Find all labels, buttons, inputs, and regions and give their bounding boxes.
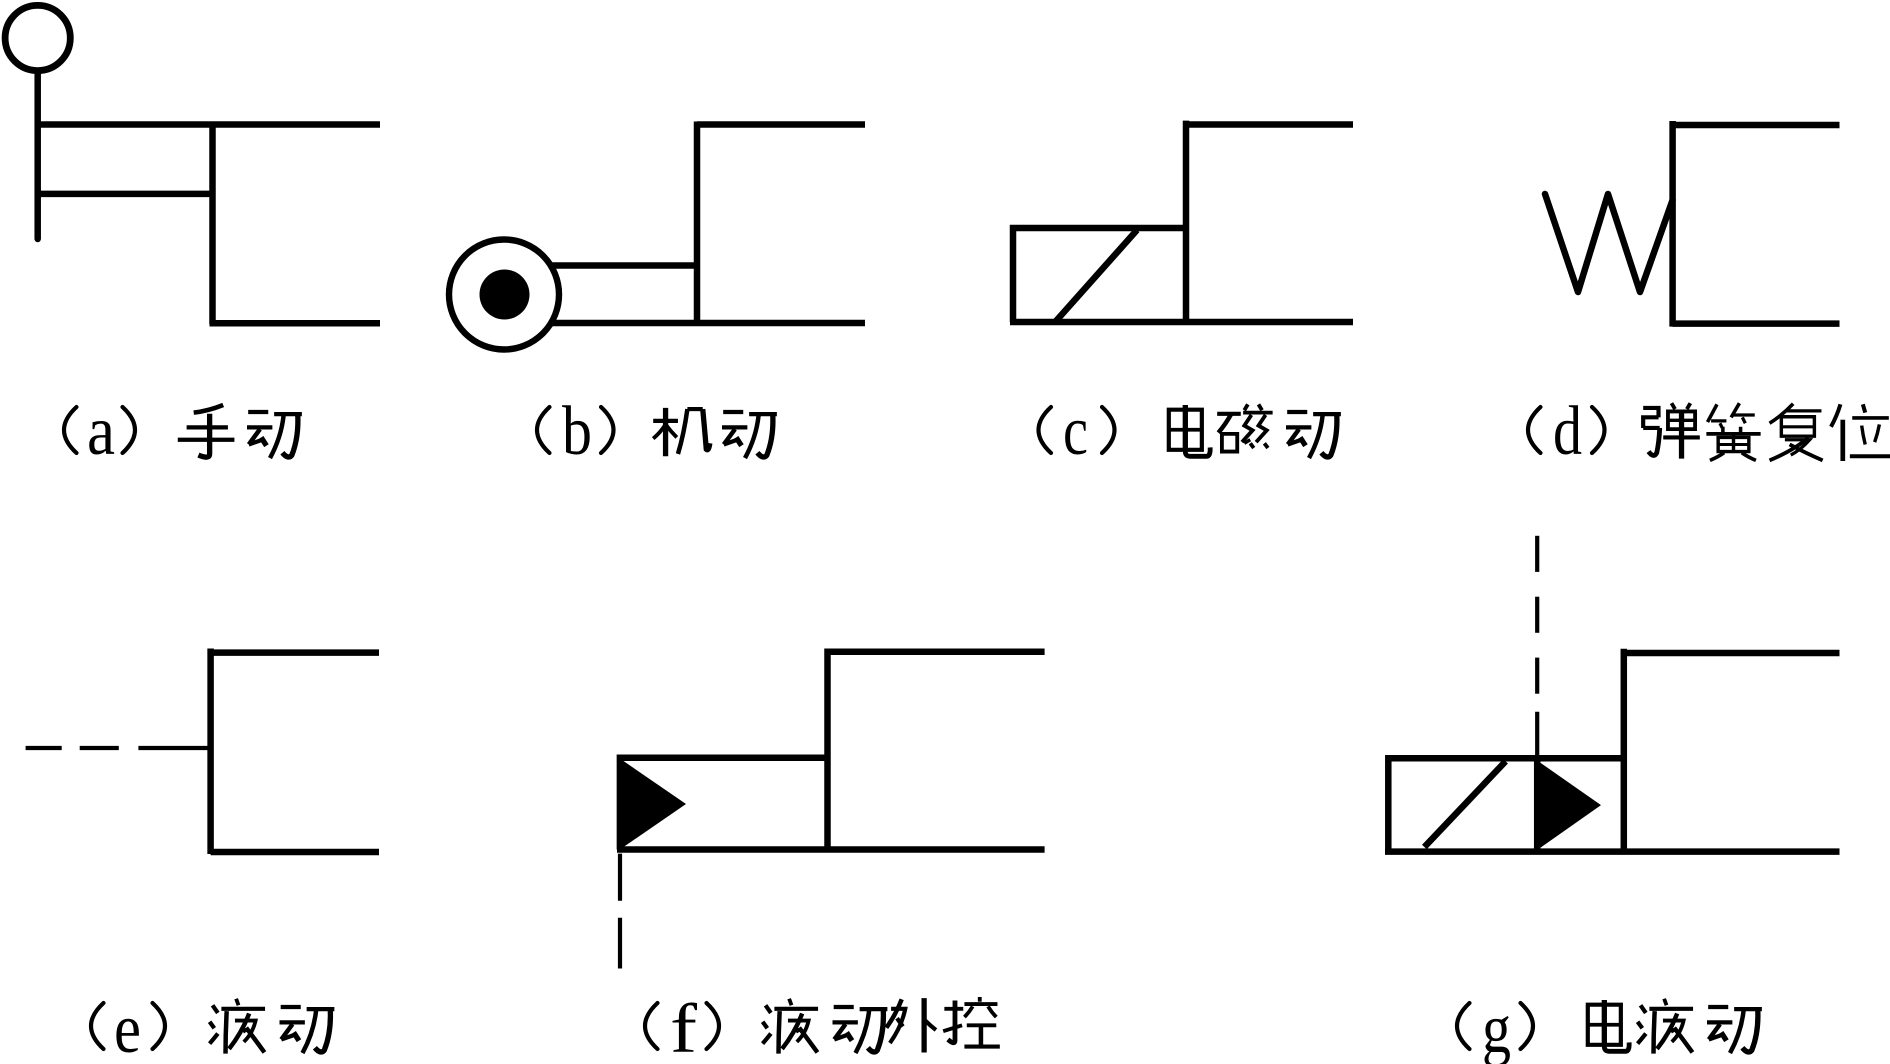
svg-text:a: a bbox=[87, 393, 115, 470]
svg-text:g: g bbox=[1482, 991, 1511, 1064]
svg-text:d: d bbox=[1553, 393, 1582, 470]
svg-text:e: e bbox=[114, 991, 141, 1064]
svg-text:c: c bbox=[1063, 393, 1088, 470]
svg-text:b: b bbox=[562, 393, 592, 470]
svg-text:f: f bbox=[670, 991, 698, 1064]
